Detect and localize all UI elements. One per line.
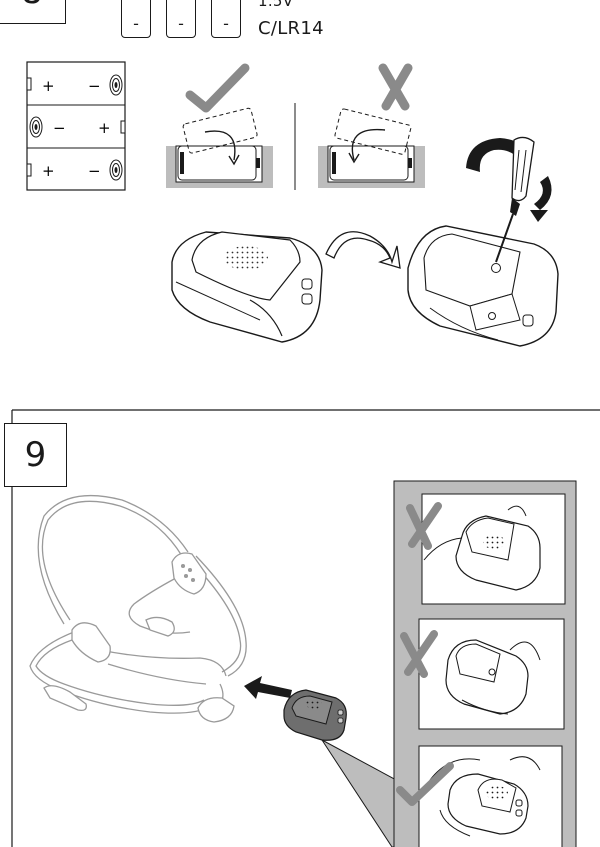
receiver-unit-closed: [171, 231, 323, 343]
battery-slot-icon: -: [121, 0, 151, 38]
polarity-sign: +: [42, 162, 55, 180]
battery-slot-sign: -: [133, 14, 139, 33]
cross-mark-icon: [378, 63, 413, 111]
rotate-arrow-icon: [325, 231, 401, 269]
receiver-unit-open: [407, 225, 559, 347]
battery-slot-sign: -: [178, 14, 184, 33]
step-8-label: 8: [21, 0, 43, 12]
correct-insertion-diagram: [166, 63, 273, 188]
polarity-sign: +: [98, 119, 111, 137]
spring-contact-icon: [109, 159, 123, 181]
polarity-sign: +: [42, 77, 55, 95]
wrong-insertion-diagram: [318, 63, 425, 188]
polarity-sign: −: [88, 77, 101, 95]
polarity-sign: −: [88, 162, 101, 180]
battery-slot-sign: -: [223, 14, 229, 33]
cross-mark-icon: [406, 502, 442, 550]
check-mark-icon: [396, 762, 454, 806]
polarity-sign: −: [53, 119, 66, 137]
screwdriver-icon: [466, 136, 552, 263]
battery-slot-icon: -: [211, 0, 241, 38]
battery-compartment-diagram: + − − + + −: [26, 61, 126, 191]
spring-contact-icon: [29, 116, 43, 138]
detail-correct: [429, 756, 541, 837]
battery-type: C/LR14: [258, 18, 324, 39]
cross-mark-icon: [400, 630, 438, 678]
step-8-number: 8: [0, 0, 66, 24]
zoom-callout: [321, 739, 401, 847]
receiver-unit-dark: [283, 689, 347, 741]
spring-contact-icon: [109, 74, 123, 96]
detail-wrong-1: [423, 505, 541, 591]
step-9-number: 9: [4, 423, 67, 487]
insert-arrow-icon: [244, 676, 292, 699]
detail-wrong-2: [445, 639, 541, 715]
strap-clip-icon: [43, 552, 235, 723]
battery-slot-icon: -: [166, 0, 196, 38]
check-mark-icon: [185, 63, 250, 113]
neck-strap-illustration: [29, 494, 247, 715]
detail-panel: [393, 480, 577, 847]
battery-voltage: 1.5V: [258, 0, 294, 10]
step-9-label: 9: [24, 435, 47, 475]
